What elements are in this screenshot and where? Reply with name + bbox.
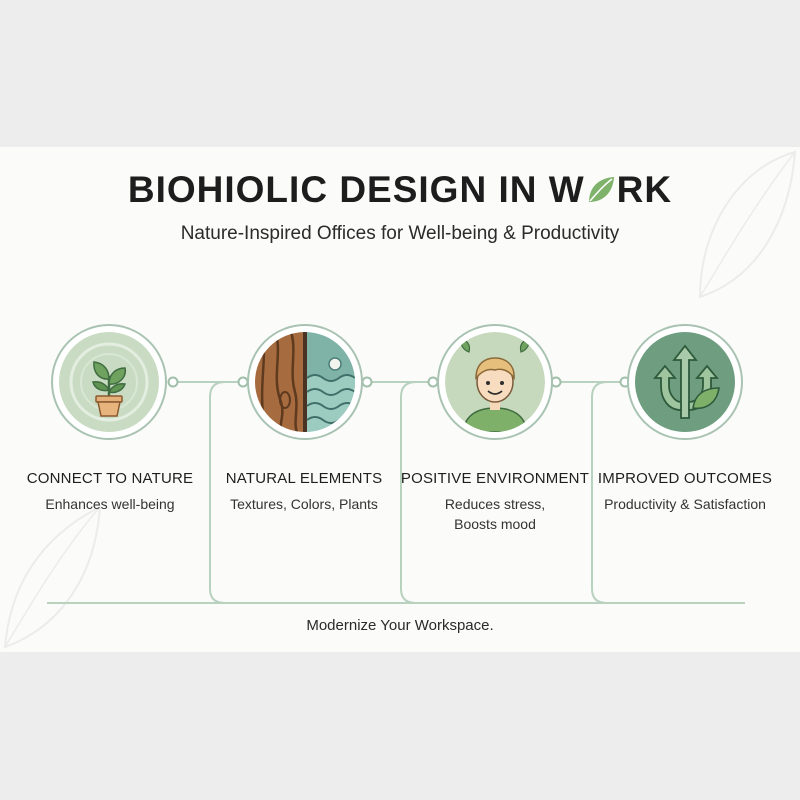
- step-circle-outcomes: [627, 324, 743, 440]
- footer-tagline: Modernize Your Workspace.: [306, 617, 494, 634]
- step-circle-environment: [437, 324, 553, 440]
- step-desc-elements: Textures, Colors, Plants: [230, 496, 378, 512]
- step-desc-connect: Enhances well-being: [45, 496, 175, 512]
- potted-plant-icon: [59, 332, 159, 432]
- subtitle: Nature-Inspired Offices for Well-being &…: [180, 223, 620, 244]
- step-desc-outcomes: Productivity & Satisfaction: [604, 496, 766, 512]
- top-band: [0, 0, 800, 147]
- wood-water-icon: [255, 332, 355, 432]
- growth-arrows-icon: [635, 332, 735, 432]
- step-circle-elements: [247, 324, 363, 440]
- leaf-o-icon: [586, 172, 616, 202]
- step-circle-connect: [51, 324, 167, 440]
- step-desc-environment-2: Boosts mood: [454, 516, 536, 532]
- happy-person-icon: [445, 332, 545, 432]
- step-title-elements: NATURAL ELEMENTS: [225, 470, 383, 487]
- step-title-environment: POSITIVE ENVIRONMENT: [400, 470, 590, 487]
- step-title-outcomes: IMPROVED OUTCOMES: [597, 470, 773, 487]
- bottom-band: [0, 652, 800, 800]
- step-desc-environment-1: Reduces stress,: [444, 496, 546, 512]
- step-title-connect: CONNECT TO NATURE: [26, 470, 194, 487]
